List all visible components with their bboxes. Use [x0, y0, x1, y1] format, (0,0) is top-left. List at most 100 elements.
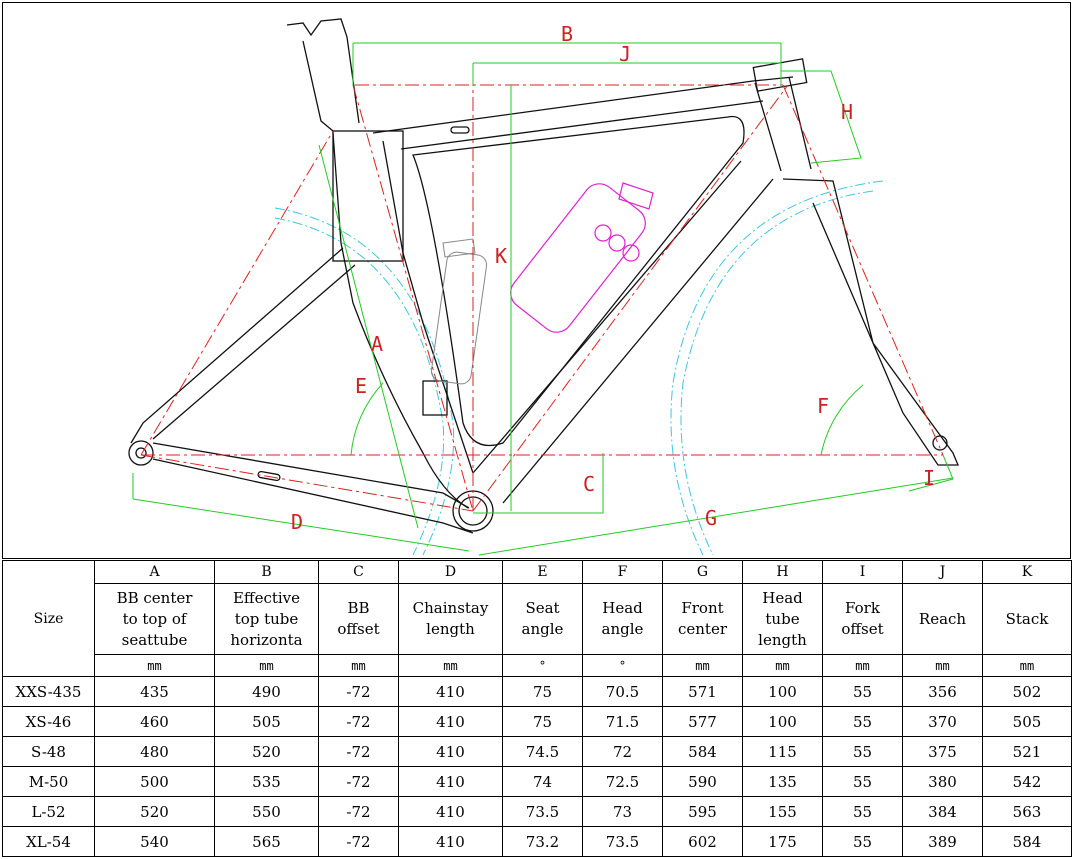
value-cell: 595	[662, 796, 743, 827]
column-letter: C	[318, 560, 399, 584]
column-name-line: Seat	[525, 599, 560, 617]
frame-diagram: B J H K A E F C D G I	[128, 18, 959, 556]
wheel-arcs	[274, 180, 884, 556]
value-cell: 175	[742, 826, 823, 857]
column-name-line: offset	[841, 620, 884, 638]
value-cell: 590	[662, 766, 743, 797]
value-cell: 410	[398, 826, 503, 857]
column-name-line: Front	[681, 599, 724, 617]
dim-label-i: I	[923, 466, 935, 490]
column-unit: mm	[662, 654, 743, 677]
value-cell: 73.5	[502, 796, 583, 827]
column-name-line: horizonta	[230, 630, 303, 649]
value-cell: 356	[902, 676, 983, 707]
column-unit: mm	[214, 654, 319, 677]
value-cell: 410	[398, 796, 503, 827]
value-cell: 505	[982, 706, 1072, 737]
value-cell: 100	[742, 706, 823, 737]
value-cell: -72	[318, 826, 399, 857]
value-cell: 410	[398, 766, 503, 797]
dim-label-e: E	[355, 374, 367, 398]
column-name-line: tube	[765, 609, 800, 628]
column-name-line: Reach	[918, 609, 967, 628]
dim-label-f: F	[817, 394, 829, 418]
value-cell: 410	[398, 736, 503, 767]
column-name-line: Stack	[1005, 609, 1049, 628]
dim-label-h: H	[841, 100, 853, 124]
column-name-line: Fork	[845, 599, 880, 617]
column-name-line: center	[677, 620, 727, 638]
column-unit: mm	[902, 654, 983, 677]
value-cell: 75	[502, 706, 583, 737]
value-cell: 584	[662, 736, 743, 767]
value-cell: 490	[214, 676, 319, 707]
dim-label-a: A	[371, 332, 383, 356]
value-cell: 155	[742, 796, 823, 827]
column-name: Front center	[662, 583, 743, 655]
value-cell: 55	[822, 676, 903, 707]
value-cell: 115	[742, 736, 823, 767]
center-lines	[140, 63, 944, 512]
value-cell: 55	[822, 766, 903, 797]
value-cell: 480	[94, 736, 215, 767]
value-cell: 521	[982, 736, 1072, 767]
value-cell: 73	[582, 796, 663, 827]
value-cell: 55	[822, 826, 903, 857]
frame-outline	[128, 18, 959, 534]
size-header: Size	[2, 560, 95, 677]
column-letter: B	[214, 560, 319, 584]
value-cell: -72	[318, 706, 399, 737]
size-cell: XXS-435	[2, 676, 95, 707]
dim-label-g: G	[705, 506, 717, 530]
value-cell: 71.5	[582, 706, 663, 737]
value-cell: 571	[662, 676, 743, 707]
column-letter: F	[582, 560, 663, 584]
value-cell: 500	[94, 766, 215, 797]
column-name-line: length	[426, 620, 475, 638]
value-cell: 520	[214, 736, 319, 767]
column-letter: K	[982, 560, 1072, 584]
value-cell: 72.5	[582, 766, 663, 797]
column-name-line: Head	[602, 599, 643, 617]
column-name-line: Head	[762, 588, 803, 607]
value-cell: 550	[214, 796, 319, 827]
size-cell: XS-46	[2, 706, 95, 737]
value-cell: 75	[502, 676, 583, 707]
size-cell: M-50	[2, 766, 95, 797]
bottle-magenta	[510, 182, 654, 333]
value-cell: 563	[982, 796, 1072, 827]
dim-label-j: J	[619, 42, 631, 66]
column-name-line: BB center	[116, 588, 193, 607]
column-letter: H	[742, 560, 823, 584]
column-name: Chainstay length	[398, 583, 503, 655]
column-name-line: offset	[337, 620, 380, 638]
value-cell: 73.2	[502, 826, 583, 857]
column-unit: mm	[822, 654, 903, 677]
value-cell: 74.5	[502, 736, 583, 767]
column-name-line: length	[758, 630, 807, 649]
column-name-line: top tube	[234, 609, 299, 628]
value-cell: 389	[902, 826, 983, 857]
value-cell: 584	[982, 826, 1072, 857]
column-name-line: Chainstay	[412, 599, 489, 617]
dimension-lines	[132, 42, 954, 556]
dim-label-d: D	[291, 510, 303, 534]
value-cell: 520	[94, 796, 215, 827]
dimension-labels: B J H K A E F C D G I	[291, 22, 935, 534]
column-letter: G	[662, 560, 743, 584]
dim-label-k: K	[495, 244, 507, 268]
value-cell: 577	[662, 706, 743, 737]
dim-label-c: C	[583, 472, 595, 496]
column-letter: J	[902, 560, 983, 584]
column-letter: D	[398, 560, 503, 584]
